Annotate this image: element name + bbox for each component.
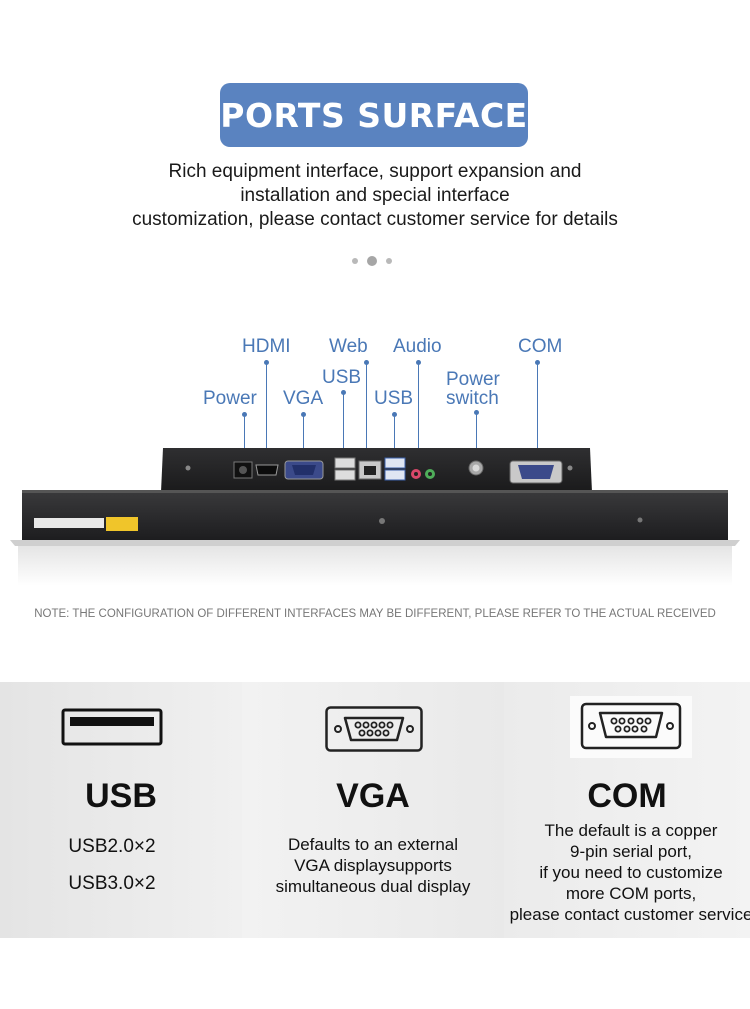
usb-port-icon bbox=[61, 708, 163, 746]
port-label-vga: VGA bbox=[283, 388, 324, 409]
carousel-dot bbox=[386, 258, 392, 264]
carousel-dot-active bbox=[367, 256, 377, 266]
feature-vga-line: Defaults to an external bbox=[287, 835, 459, 854]
leader-line-power-switch bbox=[474, 410, 479, 460]
vga-port-icon bbox=[325, 706, 423, 752]
disclaimer-note: NOTE: THE CONFIGURATION OF DIFFERENT INT… bbox=[34, 608, 716, 620]
leader-line-com bbox=[535, 360, 540, 466]
leader-line-vga bbox=[301, 412, 306, 464]
leader-line-usb-left bbox=[341, 390, 346, 458]
intro-line: Rich equipment interface, support expans… bbox=[168, 161, 582, 182]
feature-vga-line: simultaneous dual display bbox=[275, 877, 471, 896]
port-label-web: Web bbox=[329, 336, 368, 357]
feature-com-line: 9-pin serial port, bbox=[570, 842, 692, 861]
feature-com-line: more COM ports, bbox=[565, 884, 697, 903]
port-label-power-switch-line1: Power bbox=[446, 369, 500, 390]
feature-usb-title: USB bbox=[85, 777, 157, 815]
feature-vga: VGA Defaults to an external VGA displays… bbox=[242, 682, 504, 938]
intro-text: Rich equipment interface, support expans… bbox=[60, 160, 690, 232]
port-label-hdmi: HDMI bbox=[242, 336, 291, 357]
port-label-com: COM bbox=[518, 336, 563, 357]
leader-line-web bbox=[364, 360, 369, 458]
leader-line-hdmi bbox=[264, 360, 269, 462]
leader-line-power bbox=[242, 412, 247, 466]
leader-line-usb-right bbox=[392, 412, 397, 458]
com-port-icon bbox=[570, 696, 692, 758]
leader-line-audio bbox=[416, 360, 421, 468]
feature-usb-description: USB2.0×2 USB3.0×2 bbox=[0, 828, 233, 902]
intro-line: customization, please contact customer s… bbox=[132, 209, 618, 230]
feature-usb: USB USB2.0×2 USB3.0×2 bbox=[0, 682, 242, 938]
feature-com-line: please contact customer service bbox=[509, 905, 750, 924]
feature-vga-line: VGA displaysupports bbox=[294, 856, 452, 875]
page-title: PORTS SURFACE bbox=[220, 83, 528, 147]
carousel-dot bbox=[352, 258, 358, 264]
port-label-audio: Audio bbox=[393, 336, 442, 357]
feature-vga-description: Defaults to an external VGA displaysuppo… bbox=[242, 834, 504, 897]
intro-line: installation and special interface bbox=[240, 185, 510, 206]
feature-vga-title: VGA bbox=[336, 777, 410, 815]
port-label-usb-left: USB bbox=[322, 367, 362, 388]
carousel-dots bbox=[352, 256, 392, 266]
feature-com-description: The default is a copper 9-pin serial por… bbox=[508, 820, 750, 925]
feature-usb-line: USB2.0×2 bbox=[68, 836, 156, 857]
feature-panels: USB USB2.0×2 USB3.0×2 VGA Defaults to an… bbox=[0, 682, 750, 938]
feature-com-line: if you need to customize bbox=[539, 863, 723, 882]
feature-com-title: COM bbox=[587, 777, 667, 815]
device-ports-illustration bbox=[10, 448, 740, 586]
feature-usb-line: USB3.0×2 bbox=[68, 873, 156, 894]
port-label-power: Power bbox=[203, 388, 257, 409]
port-label-usb-right: USB bbox=[374, 388, 414, 409]
feature-com: COM The default is a copper 9-pin serial… bbox=[504, 682, 750, 938]
feature-com-line: The default is a copper bbox=[544, 821, 718, 840]
port-label-power-switch-line2: switch bbox=[446, 388, 499, 409]
